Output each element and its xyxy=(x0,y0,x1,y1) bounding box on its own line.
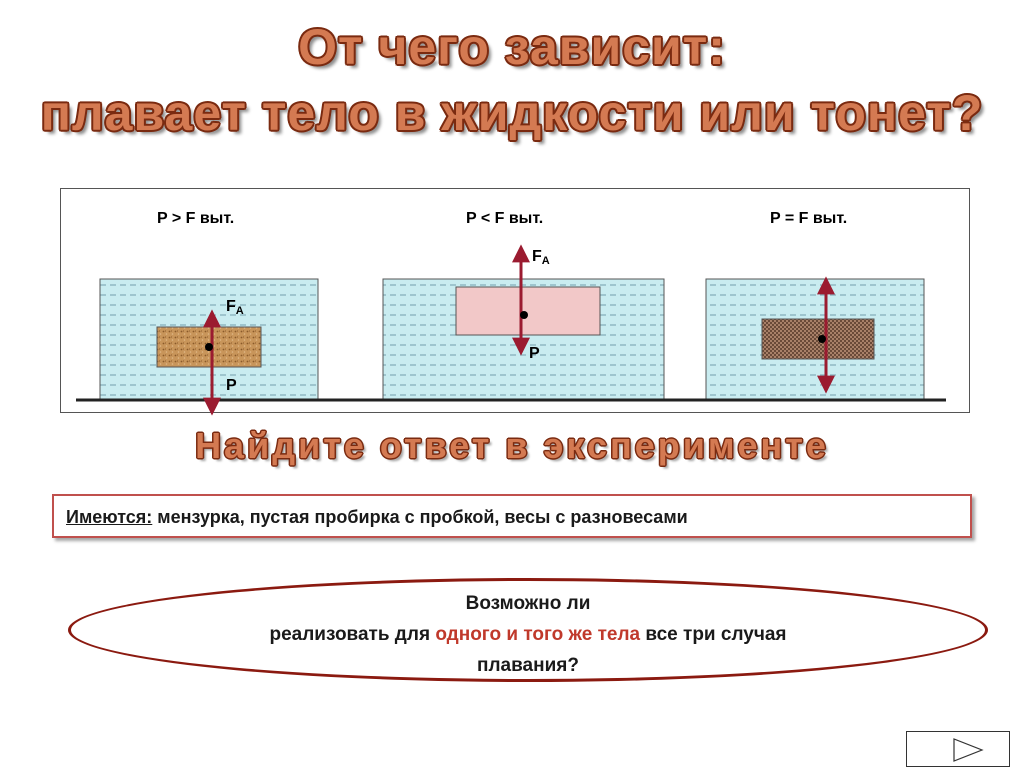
buoyancy-label-rise: FA xyxy=(532,248,550,267)
slide-title-line-1: От чего зависит: xyxy=(298,19,726,75)
question-line-1: Возможно ли xyxy=(465,593,591,614)
experiment-heading: Найдите ответ в эксперименте xyxy=(195,425,829,466)
equipment-label: Имеются: xyxy=(66,507,153,527)
body-rise xyxy=(455,286,601,336)
center-point-sink xyxy=(205,343,213,351)
next-slide-button[interactable] xyxy=(906,731,1010,767)
case-float-label: P = F выт. xyxy=(770,210,848,227)
play-triangle-icon xyxy=(953,738,984,762)
center-point-rise xyxy=(520,311,528,319)
center-point-float xyxy=(818,335,826,343)
weight-label-rise: P xyxy=(529,345,540,362)
equipment-list: мензурка, пустая пробирка с пробкой, вес… xyxy=(152,507,688,527)
buoyancy-label-sink: FA xyxy=(226,298,244,317)
equipment-box: Имеются: мензурка, пустая пробирка с про… xyxy=(52,494,972,538)
case-rise-label: P < F выт. xyxy=(466,210,544,227)
question-line-3: плавания? xyxy=(477,655,579,676)
question-text: Возможно ли реализовать для одного и тог… xyxy=(68,588,988,681)
case-sink-label: P > F выт. xyxy=(157,210,235,227)
question-line-2: реализовать для одного и того же тела вс… xyxy=(269,624,787,645)
question-ellipse xyxy=(68,578,988,682)
slide-title-line-2: плавает тело в жидкости или тонет? xyxy=(40,85,984,141)
question-accent: одного и того же тела xyxy=(435,624,641,645)
weight-label-sink: P xyxy=(226,377,237,394)
